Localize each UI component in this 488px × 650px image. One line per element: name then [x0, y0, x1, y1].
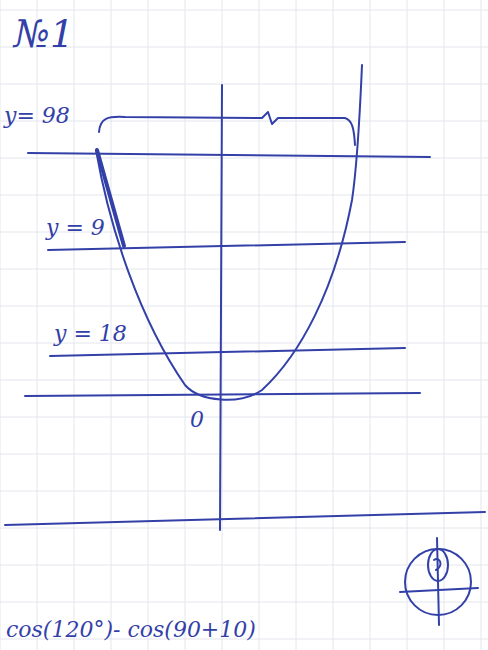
problem-number: №1	[14, 14, 74, 56]
line-label: y = 9	[46, 216, 105, 240]
grid-line	[259, 0, 260, 650]
grid-line	[0, 195, 488, 196]
formula-text: cos(120°)- cos(90+10)	[6, 618, 256, 642]
grid-line	[0, 121, 488, 122]
line-y98	[28, 153, 430, 157]
grid-line	[0, 491, 488, 492]
grid-line	[0, 528, 488, 529]
grid-line	[481, 0, 482, 650]
line-y18	[50, 348, 405, 356]
x-axis	[25, 393, 420, 396]
parabola	[96, 65, 362, 400]
top-bracket	[99, 112, 355, 145]
ink-lines	[5, 65, 485, 625]
small-circle	[405, 549, 471, 615]
y-axis	[220, 85, 222, 530]
grid-line	[0, 602, 488, 603]
grid-line	[370, 0, 371, 650]
grid-line	[148, 0, 149, 650]
grid-line	[333, 0, 334, 650]
grid-line	[0, 454, 488, 455]
grid-line	[0, 380, 488, 381]
grid-line	[296, 0, 297, 650]
grid-line	[0, 565, 488, 566]
bottom-line	[5, 512, 485, 525]
line-y9	[48, 242, 405, 250]
grid-line	[407, 0, 408, 650]
grid-line	[0, 417, 488, 418]
scribble	[434, 559, 440, 570]
grid-line	[0, 84, 488, 85]
origin-label: 0	[190, 408, 204, 432]
grid-line	[0, 10, 488, 11]
grid-line	[185, 0, 186, 650]
grid-line	[0, 306, 488, 307]
small-oval	[428, 549, 448, 581]
grid-line	[0, 0, 1, 650]
grid-line	[37, 0, 38, 650]
grid-line	[0, 269, 488, 270]
line-label: y = 18	[54, 322, 127, 346]
line-label: y= 98	[4, 104, 70, 128]
